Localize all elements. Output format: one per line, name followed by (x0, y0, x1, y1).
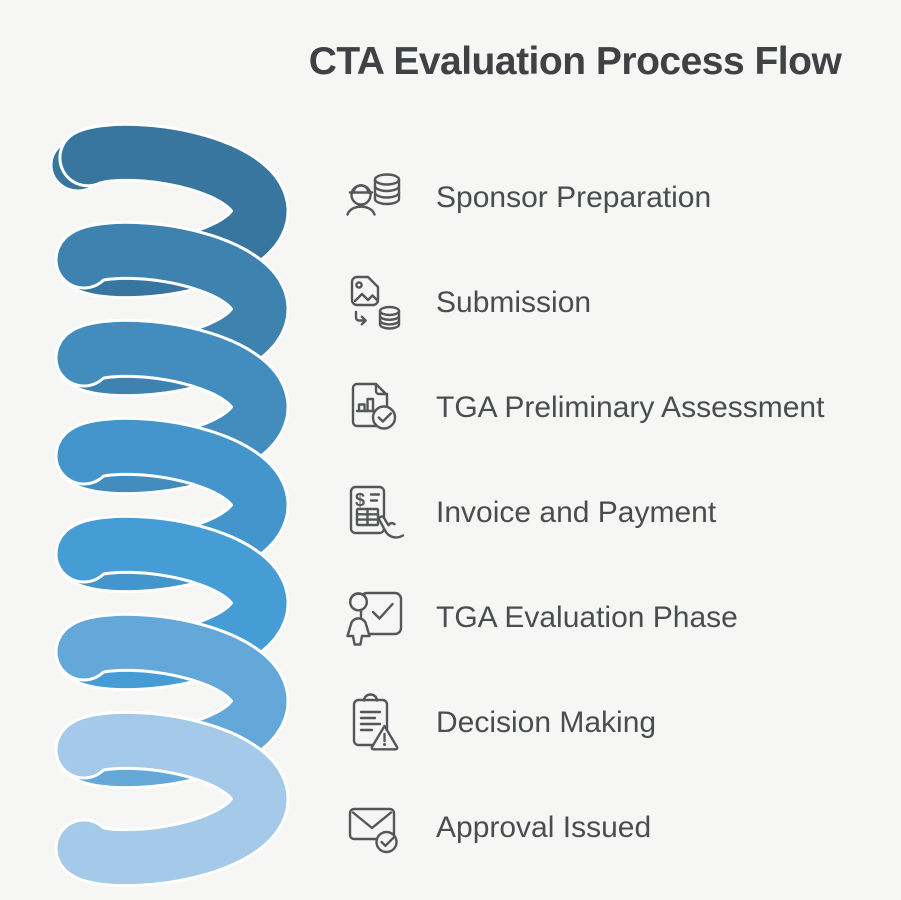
process-step: $ Invoice and Payment (344, 465, 824, 561)
process-steps-list: Sponsor Preparation Submission (344, 150, 824, 876)
process-step-label: Decision Making (436, 706, 657, 739)
process-step-label: TGA Evaluation Phase (436, 601, 738, 634)
process-step-label: TGA Preliminary Assessment (436, 391, 825, 424)
process-step-label: Sponsor Preparation (436, 181, 712, 214)
mail-check-icon (348, 807, 398, 854)
document-chart-check-icon (351, 382, 397, 430)
invoice-hand-icon: $ (349, 485, 405, 539)
process-step: Submission (344, 255, 824, 351)
process-step: TGA Preliminary Assessment (344, 360, 824, 456)
process-step-label: Submission (436, 286, 592, 319)
process-step-label: Approval Issued (436, 811, 652, 844)
person-database-icon (346, 173, 401, 216)
process-step: Approval Issued (344, 780, 824, 876)
spiral-graphic (50, 122, 290, 888)
svg-text:$: $ (355, 490, 365, 510)
file-to-database-icon (350, 275, 401, 330)
clipboard-warning-icon (352, 693, 399, 751)
process-step: Decision Making (344, 675, 824, 771)
process-step-label: Invoice and Payment (436, 496, 717, 529)
presenter-check-icon (346, 591, 403, 646)
process-step: Sponsor Preparation (344, 150, 824, 246)
page-title: CTA Evaluation Process Flow (308, 40, 842, 83)
process-step: TGA Evaluation Phase (344, 570, 824, 666)
